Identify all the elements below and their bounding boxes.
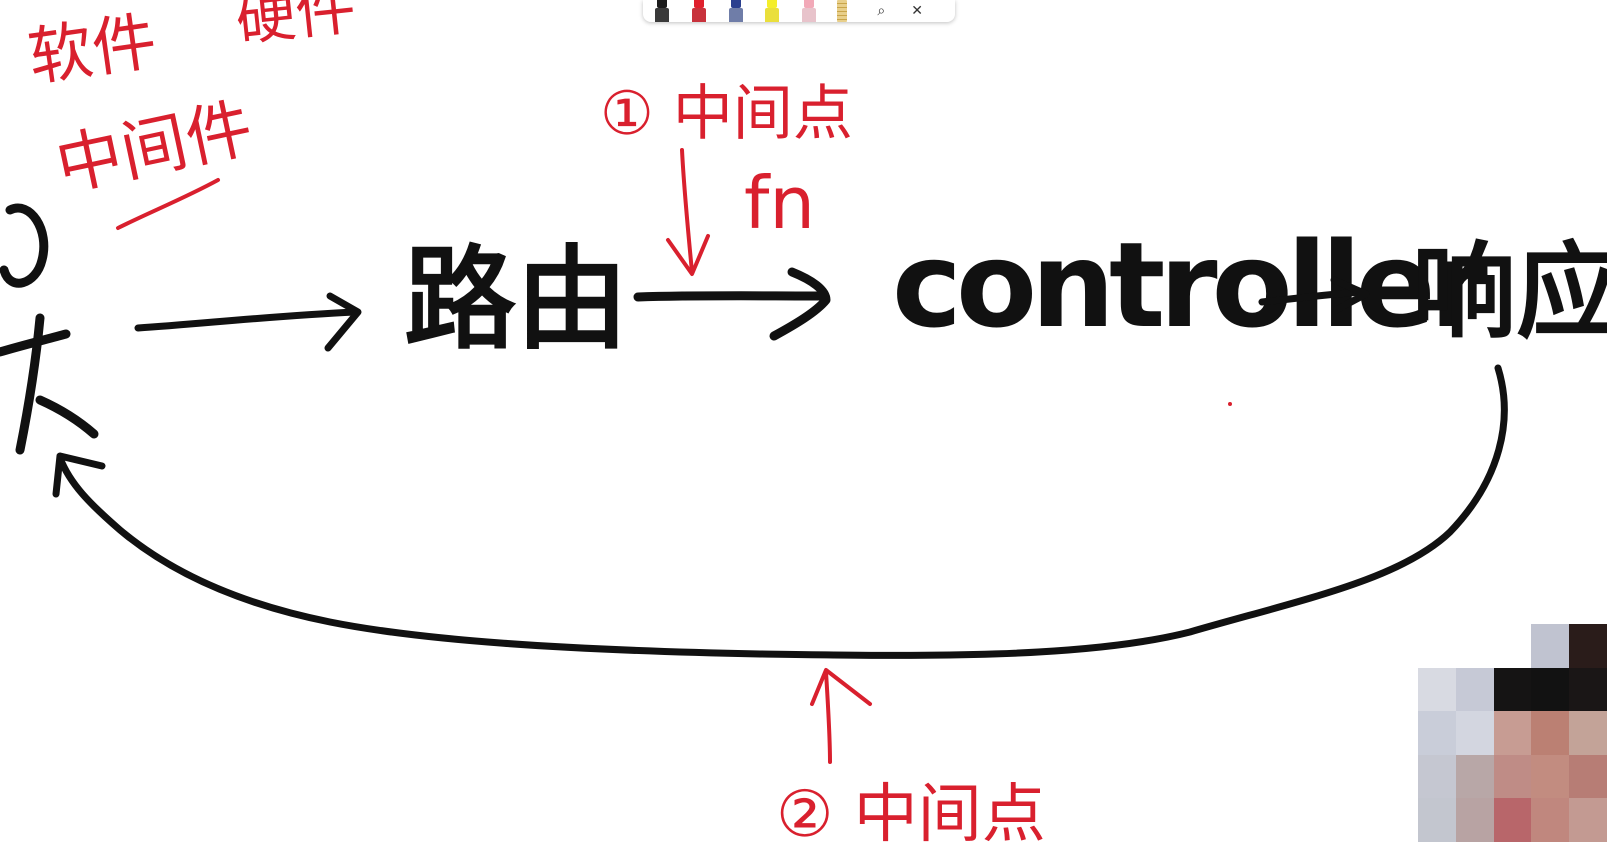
second-middleware-arrow-shaft: [824, 670, 832, 764]
annotation-fn: fn: [744, 161, 815, 245]
stray-ink-dot: [1228, 402, 1232, 406]
arrow-to-routing-head: [324, 292, 362, 352]
ruler-icon[interactable]: [836, 0, 848, 22]
note-hardware: 硬件: [232, 0, 359, 55]
return-curve-arrow-head: [52, 452, 106, 498]
black-pen-icon[interactable]: [653, 0, 669, 22]
left-mark-vertical-stroke: [15, 313, 45, 455]
return-curve: [56, 364, 1508, 659]
left-mark-horizontal-stroke: [0, 329, 71, 357]
routing-label: 路由: [404, 235, 628, 365]
arrow-to-controller-head: [769, 267, 831, 341]
close-icon[interactable]: ✕: [911, 3, 923, 19]
left-mark-top-stroke: [0, 203, 49, 288]
annotation-second-middleware: ② 中间点: [776, 778, 1046, 842]
pen-toolbar: ⌕ ✕: [643, 0, 955, 22]
red-pen-icon[interactable]: [690, 0, 706, 22]
blue-pen-icon[interactable]: [727, 0, 743, 22]
middleware-underline: [116, 178, 220, 230]
first-middleware-arrow-head: [666, 234, 710, 276]
arrow-to-response-shaft: [1258, 288, 1366, 306]
webcam-preview: [1418, 624, 1607, 842]
first-middleware-arrow-shaft: [680, 148, 694, 274]
capture-icon[interactable]: ⌕: [877, 3, 886, 19]
arrow-to-routing-shaft: [134, 308, 359, 332]
note-software: 软件: [24, 5, 161, 96]
second-middleware-arrow-head: [810, 668, 872, 706]
controller-label: controller: [892, 216, 1488, 354]
arrow-to-controller-shaft: [633, 291, 827, 302]
arrow-to-response-head: [1330, 276, 1370, 314]
note-middleware: 中间件: [49, 89, 259, 205]
response-label: 响应: [1412, 231, 1607, 353]
annotation-first-middleware: ① 中间点: [600, 79, 853, 149]
yellow-highlighter-icon[interactable]: [763, 0, 780, 22]
pink-eraser-icon[interactable]: [800, 0, 817, 22]
left-mark-diagonal-stroke: [35, 395, 99, 439]
